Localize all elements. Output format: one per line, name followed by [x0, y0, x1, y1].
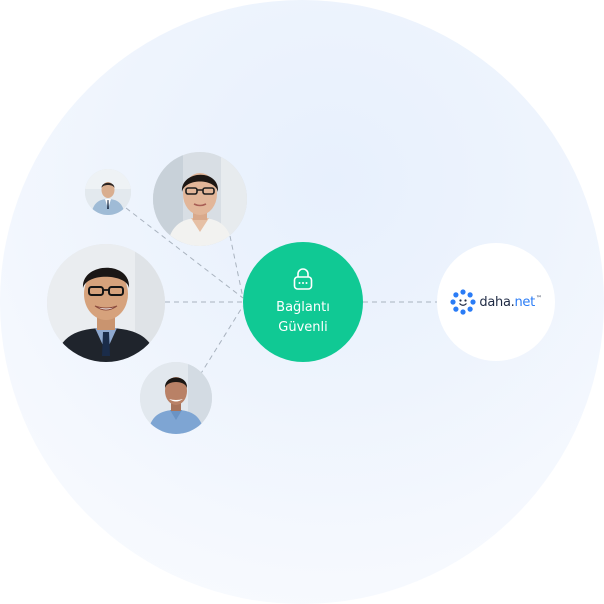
- person-avatar-woman: [153, 152, 247, 246]
- brand-name-dot: .: [510, 294, 515, 310]
- hub-label-line1: Bağlantı: [276, 300, 330, 315]
- person-avatar-small: [85, 169, 131, 215]
- brand-circle: daha.net™: [437, 243, 555, 361]
- brand-logo-group: daha.net™: [450, 289, 542, 315]
- secure-connection-hub: Bağlantı Güvenli: [243, 242, 363, 362]
- line-woman-avatar: [229, 235, 244, 299]
- flower-dots-logo: [450, 289, 476, 315]
- person-avatar-bottom: [140, 362, 212, 434]
- brand-name: daha.net™: [479, 294, 542, 310]
- hub-label-line2: Güvenli: [278, 320, 328, 335]
- brand-name-tld: net: [514, 294, 535, 310]
- brand-trademark: ™: [535, 294, 542, 302]
- lock-icon: [293, 268, 313, 290]
- person-avatar-large: [47, 244, 165, 362]
- line-small-avatar: [125, 207, 244, 299]
- brand-name-main: daha: [479, 294, 511, 310]
- line-bottom-avatar: [199, 305, 244, 376]
